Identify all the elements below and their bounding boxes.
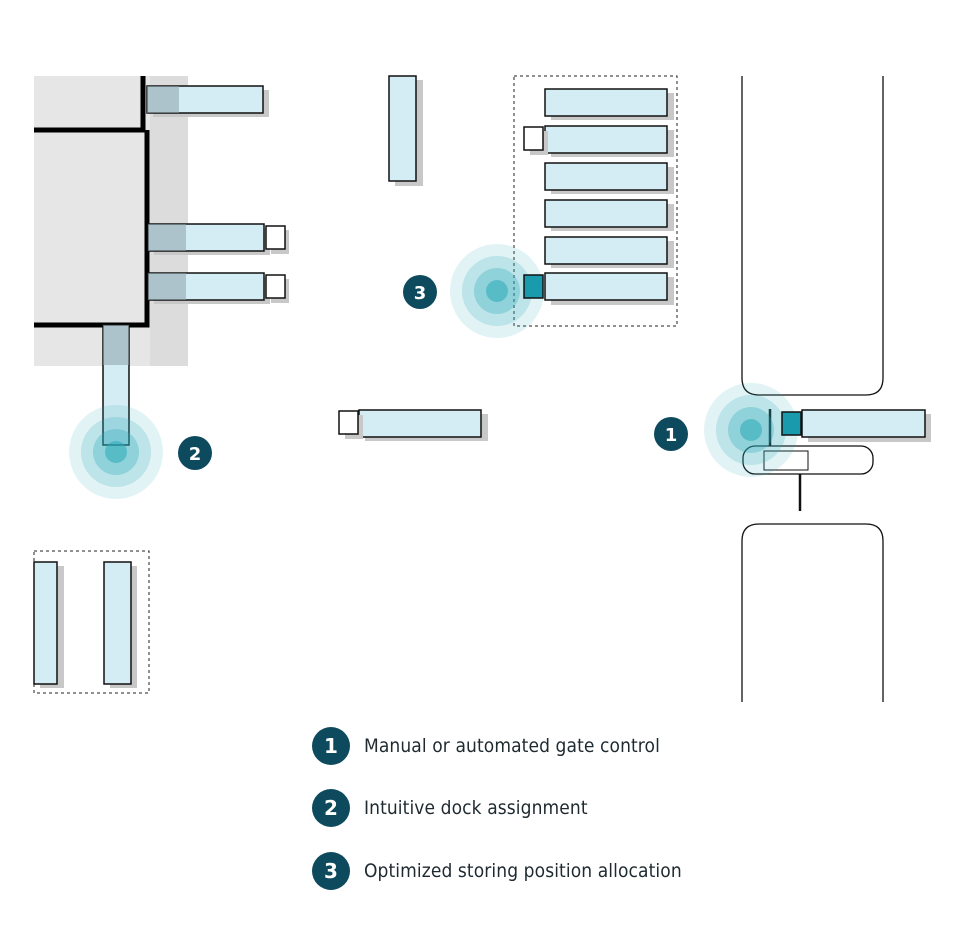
warehouse-shadow-strip xyxy=(150,76,188,366)
marker-2: 2 xyxy=(178,436,212,470)
pulse-3 xyxy=(450,244,544,338)
stored-trailer xyxy=(544,199,674,231)
legend-item-dock-assignment: 2 Intuitive dock assignment xyxy=(312,788,588,828)
trailer-center-top xyxy=(388,75,423,186)
parking-area xyxy=(33,550,150,694)
legend-item-storing-position: 3 Optimized storing position allocation xyxy=(312,851,682,891)
marker-3-number: 3 xyxy=(414,283,427,304)
stored-trailer xyxy=(544,88,674,120)
legend-label: Intuitive dock assignment xyxy=(364,797,588,819)
legend-item-gate-control: 1 Manual or automated gate control xyxy=(312,726,660,766)
stored-trailer xyxy=(523,125,674,157)
warehouse-outline xyxy=(34,76,150,328)
dock-trailer-top xyxy=(146,85,269,117)
road-lane-bottom xyxy=(741,523,884,702)
stored-trailer xyxy=(544,162,674,194)
legend-label: Optimized storing position allocation xyxy=(364,860,682,882)
marker-2-number: 2 xyxy=(189,444,202,465)
highlighted-cab-1 xyxy=(781,411,802,436)
marker-3: 3 xyxy=(403,275,437,309)
marker-1-number: 1 xyxy=(665,425,678,446)
dock-trailer-mid-2 xyxy=(147,272,289,304)
trailer-at-gate xyxy=(781,409,931,442)
storage-area-boundary xyxy=(513,75,678,327)
road-lane-top xyxy=(741,76,884,396)
pulse-1 xyxy=(704,383,798,477)
badge-3-icon: 3 xyxy=(312,852,350,890)
warehouse xyxy=(34,76,188,366)
stored-trailer-highlighted xyxy=(544,272,674,305)
parking-area-boundary xyxy=(33,550,150,694)
road-lanes xyxy=(741,76,884,702)
trailer-center-middle xyxy=(338,409,488,441)
stored-trailer xyxy=(544,236,674,268)
pulse-2 xyxy=(69,405,163,499)
dock-trailer-mid-1 xyxy=(147,223,289,255)
highlighted-cab-3 xyxy=(523,274,544,299)
legend-label: Manual or automated gate control xyxy=(364,735,660,757)
marker-1: 1 xyxy=(654,417,688,451)
storage-area xyxy=(513,75,678,327)
dock-trailer-bottom xyxy=(102,324,130,446)
badge-2-icon: 2 xyxy=(312,789,350,827)
badge-1-icon: 1 xyxy=(312,727,350,765)
gate-booth-window xyxy=(763,450,809,471)
